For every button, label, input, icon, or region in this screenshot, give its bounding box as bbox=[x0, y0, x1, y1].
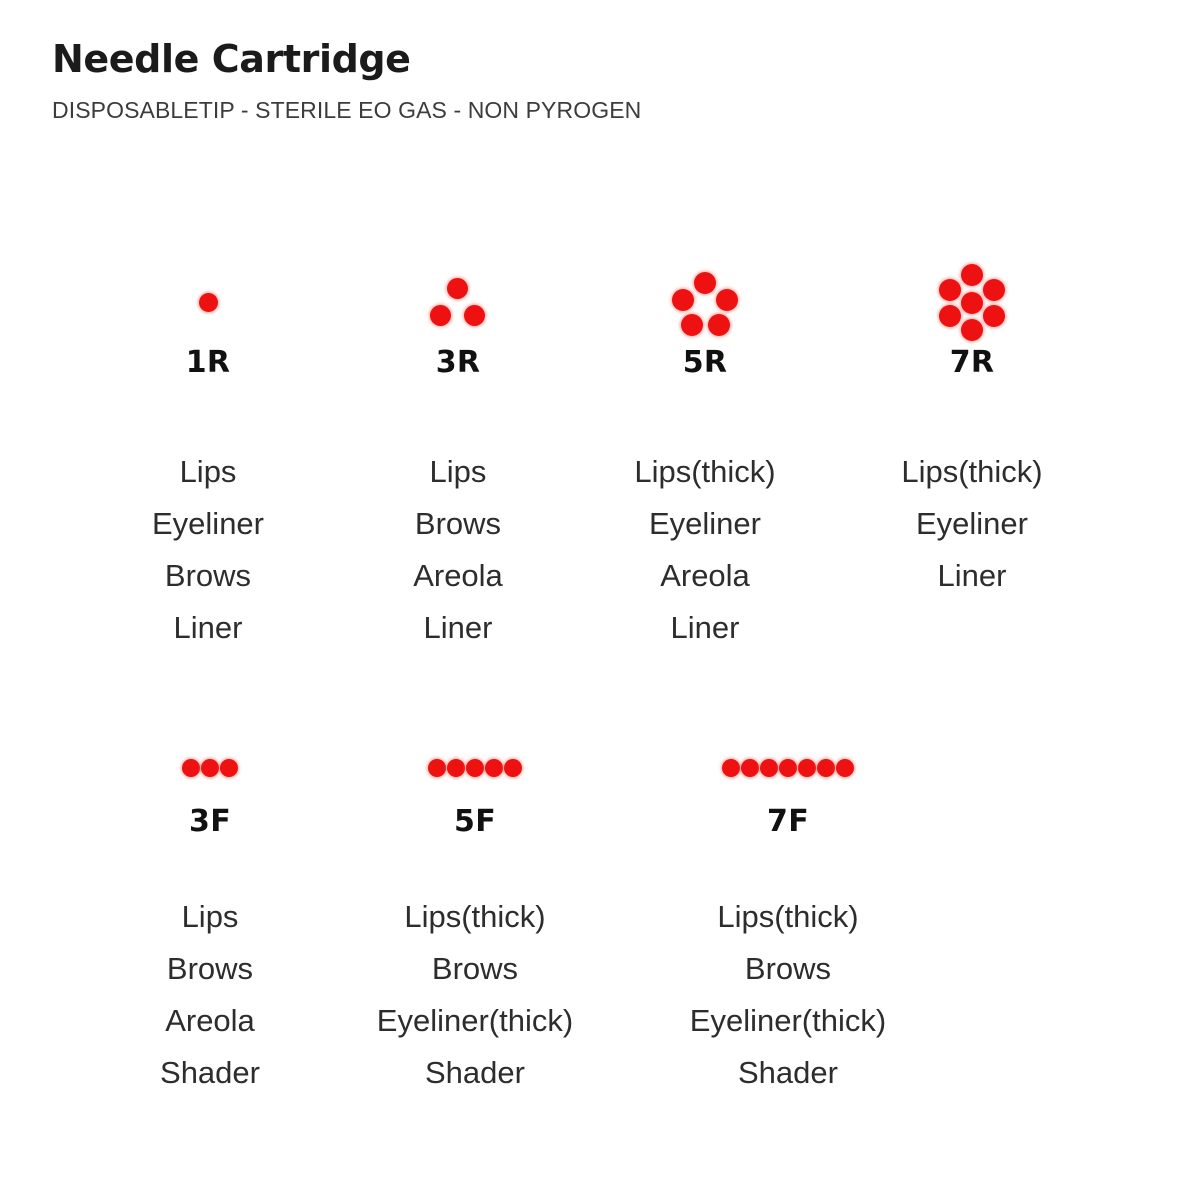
needle-dot bbox=[798, 759, 816, 777]
usage-item: Brows bbox=[431, 951, 519, 986]
needle-dot bbox=[504, 759, 522, 777]
usage-item: Eyeliner bbox=[915, 506, 1028, 541]
usage-item: Liner bbox=[173, 610, 243, 645]
flat-needle-row: 3F Lips Brows Areola Shader 5F Lips(thic… bbox=[0, 755, 1200, 1099]
usage-item: Eyeliner(thick) bbox=[376, 1003, 574, 1038]
triangle-dot-pattern bbox=[408, 258, 508, 336]
round-needle-row: 1R Lips Eyeliner Brows Liner 3R Lips Bro… bbox=[0, 258, 1200, 654]
usage-item: Brows bbox=[166, 951, 254, 986]
needle-dot bbox=[716, 289, 738, 311]
usage-item: Lips(thick) bbox=[717, 899, 859, 934]
usage-item: Areola bbox=[660, 558, 750, 593]
needle-dot bbox=[779, 759, 797, 777]
usage-item: Liner bbox=[423, 610, 493, 645]
page-subtitle: DISPOSABLETIP - STERILE EO GAS - NON PYR… bbox=[52, 97, 642, 123]
flat-row-3-dot-pattern bbox=[160, 755, 260, 781]
usage-list-7F: Lips(thick) Brows Eyeliner(thick) Shader bbox=[690, 891, 886, 1099]
needle-dot bbox=[722, 759, 740, 777]
needle-dot bbox=[694, 272, 716, 294]
usage-list-5F: Lips(thick) Brows Eyeliner(thick) Shader bbox=[377, 891, 573, 1099]
needle-column-5F[interactable]: 5F Lips(thick) Brows Eyeliner(thick) Sha… bbox=[345, 755, 605, 1099]
needle-dot bbox=[199, 293, 218, 312]
needle-dot bbox=[466, 759, 484, 777]
hexagon-dot-pattern bbox=[922, 258, 1022, 341]
needle-dot bbox=[201, 759, 219, 777]
needle-dot bbox=[681, 314, 703, 336]
usage-item: Shader bbox=[738, 1055, 838, 1090]
needle-size-label: 7F bbox=[767, 804, 809, 839]
needle-size-label: 3F bbox=[189, 804, 231, 839]
usage-item: Areola bbox=[165, 1003, 255, 1038]
needle-column-7R[interactable]: 7R Lips(thick) Eyeliner Liner bbox=[862, 258, 1082, 602]
needle-dot bbox=[961, 264, 983, 286]
needle-dot bbox=[961, 292, 983, 314]
page-title: Needle Cartridge bbox=[52, 37, 411, 81]
needle-column-1R[interactable]: 1R Lips Eyeliner Brows Liner bbox=[108, 258, 308, 654]
needle-size-label: 3R bbox=[435, 345, 481, 380]
usage-item: Lips(thick) bbox=[634, 454, 776, 489]
needle-dot bbox=[741, 759, 759, 777]
needle-dot bbox=[817, 759, 835, 777]
usage-item: Shader bbox=[425, 1055, 525, 1090]
usage-list-1R: Lips Eyeliner Brows Liner bbox=[152, 446, 264, 654]
usage-item: Liner bbox=[937, 558, 1007, 593]
usage-list-3F: Lips Brows Areola Shader bbox=[160, 891, 260, 1099]
usage-item: Eyeliner bbox=[152, 506, 264, 541]
needle-column-3R[interactable]: 3R Lips Brows Areola Liner bbox=[358, 258, 558, 654]
flat-row-7-dot-pattern bbox=[708, 755, 868, 781]
single-dot-pattern bbox=[158, 258, 258, 336]
needle-size-label: 5F bbox=[454, 804, 496, 839]
needle-dot bbox=[961, 319, 983, 341]
needle-dot bbox=[485, 759, 503, 777]
header: Needle Cartridge DISPOSABLETIP - STERILE… bbox=[52, 36, 1152, 125]
needle-dot bbox=[430, 305, 451, 326]
usage-item: Lips bbox=[429, 454, 487, 489]
usage-item: Lips bbox=[179, 454, 237, 489]
usage-list-7R: Lips(thick) Eyeliner Liner bbox=[901, 446, 1042, 602]
usage-item: Lips(thick) bbox=[901, 454, 1043, 489]
needle-dot bbox=[428, 759, 446, 777]
needle-dot bbox=[708, 314, 730, 336]
needle-dot bbox=[983, 305, 1005, 327]
usage-item: Lips(thick) bbox=[404, 899, 546, 934]
needle-dot bbox=[220, 759, 238, 777]
needle-dot bbox=[447, 278, 468, 299]
needle-dot bbox=[447, 759, 465, 777]
usage-list-3R: Lips Brows Areola Liner bbox=[413, 446, 503, 654]
usage-list-5R: Lips(thick) Eyeliner Areola Liner bbox=[634, 446, 775, 654]
needle-dot bbox=[983, 279, 1005, 301]
needle-column-7F[interactable]: 7F Lips(thick) Brows Eyeliner(thick) Sha… bbox=[658, 755, 918, 1099]
needle-dot bbox=[939, 305, 961, 327]
needle-dot bbox=[939, 279, 961, 301]
usage-item: Brows bbox=[414, 506, 502, 541]
usage-item: Eyeliner bbox=[648, 506, 761, 541]
needle-size-label: 5R bbox=[682, 345, 728, 380]
needle-size-label: 7R bbox=[949, 345, 995, 380]
needle-dot bbox=[760, 759, 778, 777]
usage-item: Lips bbox=[181, 899, 239, 934]
usage-item: Shader bbox=[160, 1055, 260, 1090]
needle-size-label: 1R bbox=[185, 345, 231, 380]
usage-item: Eyeliner(thick) bbox=[689, 1003, 887, 1038]
needle-dot bbox=[464, 305, 485, 326]
needle-dot bbox=[836, 759, 854, 777]
needle-column-5R[interactable]: 5R Lips(thick) Eyeliner Areola Liner bbox=[600, 258, 810, 654]
flat-row-5-dot-pattern bbox=[410, 755, 540, 781]
needle-dot bbox=[672, 289, 694, 311]
usage-item: Areola bbox=[413, 558, 503, 593]
needle-column-3F[interactable]: 3F Lips Brows Areola Shader bbox=[110, 755, 310, 1099]
pentagon-dot-pattern bbox=[655, 258, 755, 336]
usage-item: Brows bbox=[744, 951, 832, 986]
usage-item: Brows bbox=[164, 558, 252, 593]
needle-dot bbox=[182, 759, 200, 777]
usage-item: Liner bbox=[670, 610, 740, 645]
